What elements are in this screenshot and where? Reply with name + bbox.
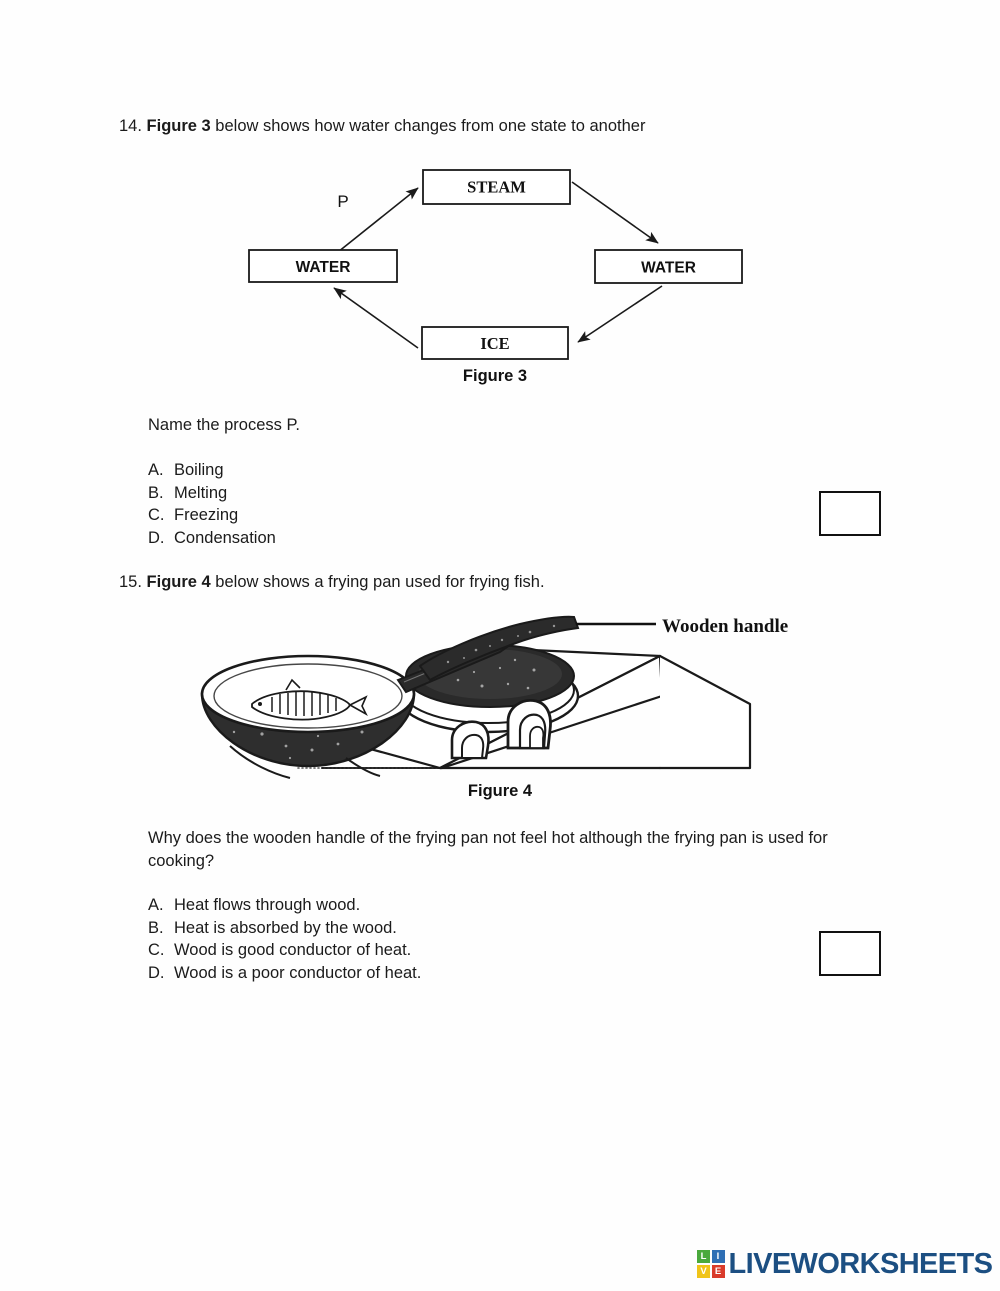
figure-4-illustration: Wooden handle xyxy=(190,608,810,786)
option-c-text: Freezing xyxy=(174,506,239,525)
question-15-stem: 15. Figure 4 below shows a frying pan us… xyxy=(119,571,545,593)
option-b-text: Heat is absorbed by the wood. xyxy=(174,918,397,937)
figure3-box-water-right xyxy=(594,249,743,284)
option-a-text: Heat flows through wood. xyxy=(174,896,361,914)
option-d[interactable]: D. Condensation xyxy=(148,527,276,550)
wooden-handle xyxy=(418,615,580,682)
wooden-handle-label: Wooden handle xyxy=(662,616,788,637)
fish-eye xyxy=(258,702,262,706)
logo-tile-l: L xyxy=(697,1250,710,1264)
arrow-water-to-steam xyxy=(337,187,419,253)
fish-in-pan xyxy=(251,678,368,721)
option-a-letter: A. xyxy=(148,896,164,914)
question-15-prompt: Why does the wooden handle of the frying… xyxy=(148,829,828,870)
option-b[interactable]: B. Melting xyxy=(148,482,276,505)
figure3-box-water-left xyxy=(248,249,398,283)
figure-3-caption: Figure 3 xyxy=(462,367,528,385)
option-a-text: Boiling xyxy=(174,461,224,479)
frying-pan-foot-left xyxy=(229,745,291,779)
question-15-answer-input[interactable] xyxy=(819,931,881,976)
figure3-process-label: P xyxy=(337,192,348,211)
option-a[interactable]: A. Heat flows through wood. xyxy=(148,894,421,917)
question-15-number: 15. xyxy=(119,573,142,591)
figure3-label-water-right: WATER xyxy=(641,260,696,277)
figure3-label-water-left: WATER xyxy=(296,259,351,276)
arrow-ice-to-water xyxy=(333,287,419,349)
fish-tail xyxy=(348,695,368,716)
logo-tile-i: I xyxy=(711,1250,725,1264)
frying-pan-foot-right xyxy=(345,757,381,777)
option-b[interactable]: B. Heat is absorbed by the wood. xyxy=(148,917,421,940)
option-b-letter: B. xyxy=(148,483,164,502)
option-c[interactable]: C. Freezing xyxy=(148,504,276,527)
question-14-stem-text: below shows how water changes from one s… xyxy=(210,117,646,135)
option-c-letter: C. xyxy=(148,941,165,960)
figure3-box-ice xyxy=(421,326,569,360)
figure-4-caption: Figure 4 xyxy=(467,782,533,800)
stove-knob-right-core xyxy=(529,725,545,749)
stove-right-side xyxy=(658,654,752,770)
option-b-text: Melting xyxy=(174,483,228,502)
liveworksheets-wordmark: LIVEWORKSHEETS xyxy=(728,1247,994,1280)
question-14-prompt: Name the process P. xyxy=(148,416,300,434)
arrow-steam-to-water xyxy=(571,181,659,244)
option-d-letter: D. xyxy=(148,963,165,982)
option-d-text: Condensation xyxy=(174,528,276,547)
stove-knob-left-inner xyxy=(461,733,485,759)
option-d-letter: D. xyxy=(148,528,165,547)
figure3-label-ice: ICE xyxy=(480,334,509,353)
stove-knobs xyxy=(450,699,552,760)
fish-fin xyxy=(285,678,301,691)
option-a[interactable]: A. Boiling xyxy=(148,459,276,482)
question-14-answer-input[interactable] xyxy=(819,491,881,536)
liveworksheets-logo[interactable]: L I V E LIVEWORKSHEETS xyxy=(697,1246,994,1282)
option-c-letter: C. xyxy=(148,506,165,525)
figure3-label-steam: STEAM xyxy=(467,178,526,197)
question-15-options: A. Heat flows through wood. B. Heat is a… xyxy=(148,894,421,984)
liveworksheets-logo-icon: L I V E xyxy=(697,1250,725,1278)
option-c[interactable]: C. Wood is good conductor of heat. xyxy=(148,939,421,962)
question-14-figure-ref: Figure 3 xyxy=(146,117,211,135)
figure3-box-steam xyxy=(422,169,571,205)
question-15-stem-text: below shows a frying pan used for frying… xyxy=(210,573,545,591)
question-14-number: 14. xyxy=(119,117,142,135)
option-d-text: Wood is a poor conductor of heat. xyxy=(174,963,422,982)
option-d[interactable]: D. Wood is a poor conductor of heat. xyxy=(148,962,421,985)
question-15-figure-ref: Figure 4 xyxy=(146,573,211,591)
logo-tile-v: V xyxy=(697,1264,710,1278)
option-c-text: Wood is good conductor of heat. xyxy=(174,941,412,960)
question-14-stem: 14. Figure 3 below shows how water chang… xyxy=(119,115,645,137)
option-a-letter: A. xyxy=(148,461,164,479)
arrow-water-to-ice xyxy=(577,285,663,343)
option-b-letter: B. xyxy=(148,918,164,937)
logo-tile-e: E xyxy=(711,1264,725,1278)
question-14-options: A. Boiling B. Melting C. Freezing D. Con… xyxy=(148,459,276,549)
figure-3-diagram: STEAM WATER WATER ICE P xyxy=(230,160,770,390)
